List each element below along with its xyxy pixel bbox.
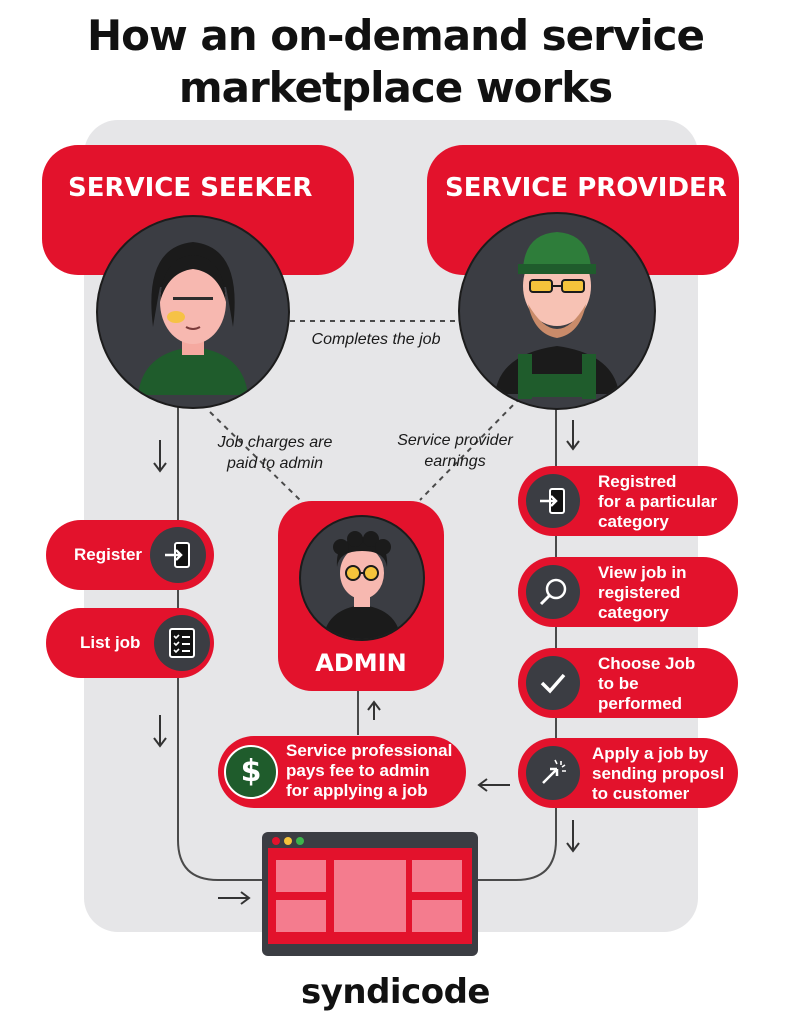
job-charges-note: Job charges are paid to admin xyxy=(205,432,345,474)
window-dot-green xyxy=(296,837,304,845)
fee-step: Service professional pays fee to admin f… xyxy=(218,736,466,808)
admin-card: ADMIN xyxy=(278,501,444,691)
screen-block xyxy=(334,860,406,932)
login-icon xyxy=(150,527,206,583)
provider-step-line: sending proposl xyxy=(592,764,725,783)
provider-step-line: category xyxy=(598,603,669,622)
login-icon xyxy=(526,474,580,528)
screen-block xyxy=(412,900,462,932)
provider-step-registered: Registred for a particular category xyxy=(518,466,738,536)
provider-step-line: Registred xyxy=(598,472,677,491)
screen-block xyxy=(276,860,326,892)
provider-earnings-line-1: Service provider xyxy=(397,432,513,449)
provider-step-line: to be xyxy=(598,674,639,693)
page-title: How an on-demand service marketplace wor… xyxy=(0,10,791,114)
admin-label: ADMIN xyxy=(315,649,407,677)
completes-job-note: Completes the job xyxy=(311,331,441,348)
fee-step-line: pays fee to admin xyxy=(286,761,430,780)
job-charges-line-1: Job charges are xyxy=(217,434,333,451)
marketplace-screen xyxy=(262,832,478,956)
provider-earnings-line-2: earnings xyxy=(424,453,486,470)
service-provider-avatar xyxy=(458,212,656,410)
provider-step-line: registered xyxy=(598,583,681,602)
provider-step-line: View job in xyxy=(598,563,687,582)
screen-block xyxy=(276,900,326,932)
provider-step-line: performed xyxy=(598,694,683,713)
service-seeker-avatar xyxy=(96,215,290,409)
cursor-click-icon xyxy=(526,746,580,800)
provider-step-view-job: View job in registered category xyxy=(518,557,738,627)
provider-step-line: to customer xyxy=(592,784,690,803)
search-icon xyxy=(526,565,580,619)
check-icon xyxy=(526,656,580,710)
fee-step-line: for applying a job xyxy=(286,781,428,800)
provider-step-line: Choose Job xyxy=(598,654,696,673)
woman-icon xyxy=(138,242,248,395)
admin-person-icon xyxy=(323,531,401,639)
screen-block xyxy=(412,860,462,892)
provider-earnings-note: Service provider earnings xyxy=(385,430,525,472)
title-line-1: How an on-demand service xyxy=(86,11,705,60)
admin-avatar xyxy=(299,515,425,641)
worker-icon xyxy=(495,232,619,399)
job-charges-line-2: paid to admin xyxy=(226,455,324,472)
fee-step-line: Service professional xyxy=(286,741,453,760)
provider-step-apply-job: Apply a job by sending proposl to custom… xyxy=(518,738,738,808)
brand-logo: syndicode xyxy=(300,972,491,1012)
seeker-step-label: Register xyxy=(74,545,143,564)
window-dot-yellow xyxy=(284,837,292,845)
checklist-icon xyxy=(154,615,210,671)
service-provider-label: SERVICE PROVIDER xyxy=(445,173,727,203)
window-dot-red xyxy=(272,837,280,845)
provider-step-line: Apply a job by xyxy=(592,744,709,763)
provider-step-choose-job: Choose Job to be performed xyxy=(518,648,738,718)
dollar-icon: $ xyxy=(224,745,278,799)
provider-step-line: category xyxy=(598,512,669,531)
provider-step-line: for a particular xyxy=(598,492,718,511)
service-seeker-label: SERVICE SEEKER xyxy=(68,173,313,203)
seeker-step-label: List job xyxy=(80,633,141,652)
title-line-2: marketplace works xyxy=(178,63,613,112)
service-seeker-tab: SERVICE SEEKER xyxy=(42,145,354,275)
